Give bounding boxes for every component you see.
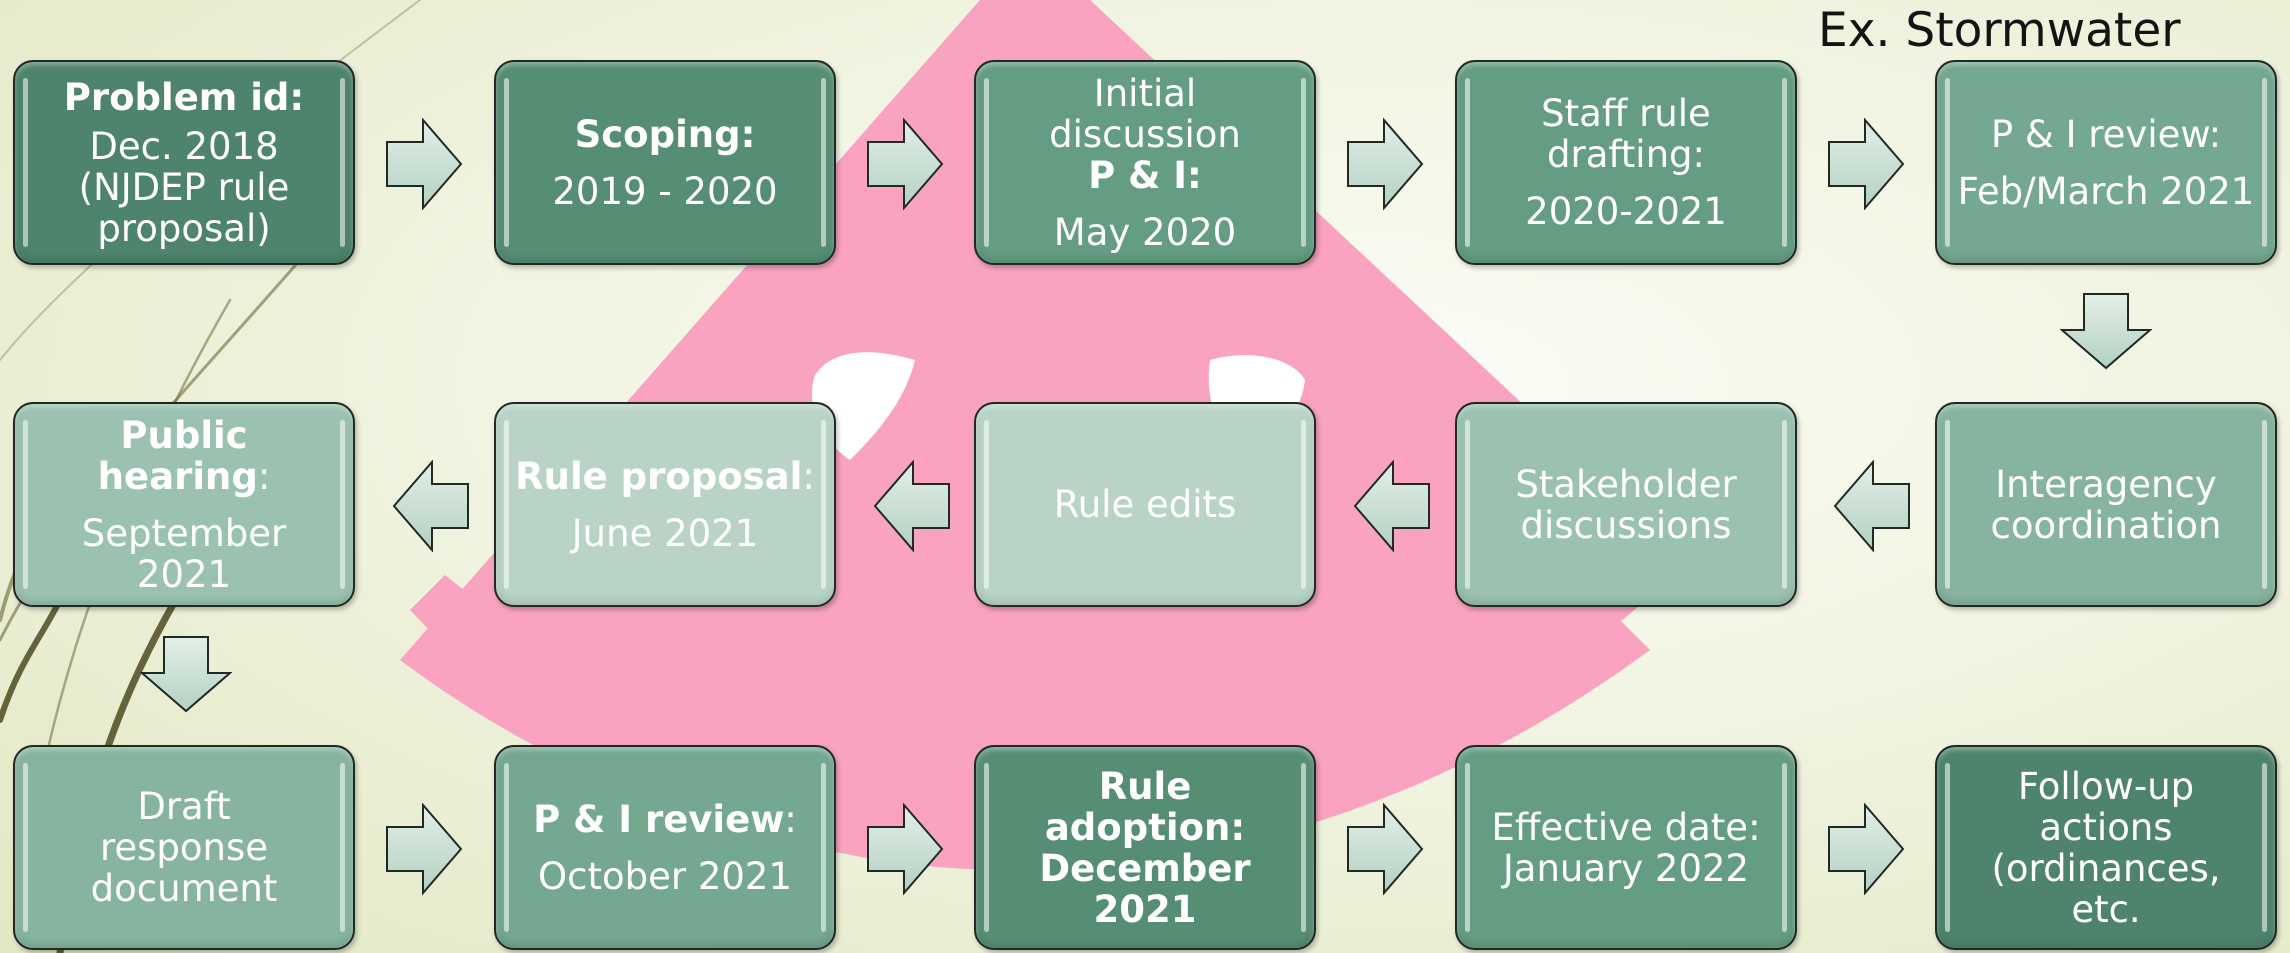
box-rule-edits[interactable]: Rule edits xyxy=(974,402,1316,607)
arrow-right-icon xyxy=(1828,118,1905,210)
box-rule-proposal-label: Rule proposal xyxy=(515,454,803,498)
page-title: Ex. Stormwater xyxy=(1818,3,2181,58)
box-public-hearing[interactable]: Public hearing: September 2021 xyxy=(13,402,355,607)
box-public-hearing-label: Public hearing xyxy=(97,413,258,498)
box-follow-up[interactable]: Follow-up actions (ordinances, etc. xyxy=(1935,745,2277,950)
box-effective-date-label: Effective date: xyxy=(1491,805,1761,849)
box-draft-response[interactable]: Draft response document xyxy=(13,745,355,950)
box-stakeholder[interactable]: Stakeholder discussions xyxy=(1455,402,1797,607)
arrow-left-icon xyxy=(392,460,469,552)
box-initial-discussion-value: May 2020 xyxy=(1053,210,1237,254)
arrow-right-icon xyxy=(386,803,463,895)
box-stakeholder-label: Stakeholder discussions xyxy=(1515,462,1737,547)
box-rule-adoption-value: December 2021 xyxy=(1039,846,1251,931)
box-draft-response-label: Draft response document xyxy=(90,785,278,910)
arrow-right-icon xyxy=(867,118,944,210)
box-staff-drafting[interactable]: Staff rule drafting: 2020-2021 xyxy=(1455,60,1797,265)
arrow-right-icon xyxy=(867,803,944,895)
box-initial-discussion-prefix: Initial discussion xyxy=(1049,71,1241,156)
box-initial-discussion-label: P & I: xyxy=(1088,153,1202,197)
box-rule-proposal-value: June 2021 xyxy=(571,511,759,555)
box-public-hearing-value: September 2021 xyxy=(81,511,287,596)
arrow-right-icon xyxy=(1828,803,1905,895)
box-problem-id-value: Dec. 2018 (NJDEP rule proposal) xyxy=(78,124,290,250)
box-scoping[interactable]: Scoping: 2019 - 2020 xyxy=(494,60,836,265)
box-scoping-value: 2019 - 2020 xyxy=(552,169,778,213)
box-rule-adoption[interactable]: Rule adoption: December 2021 xyxy=(974,745,1316,950)
arrow-right-icon xyxy=(386,118,463,210)
box-rule-adoption-label: Rule adoption: xyxy=(1044,764,1246,849)
box-effective-date[interactable]: Effective date: January 2022 xyxy=(1455,745,1797,950)
arrow-down-icon xyxy=(140,636,232,713)
arrow-left-icon xyxy=(1353,460,1430,552)
arrow-right-icon xyxy=(1347,118,1424,210)
box-initial-discussion[interactable]: Initial discussion P & I: May 2020 xyxy=(974,60,1316,265)
box-pi-review-1-value: Feb/March 2021 xyxy=(1957,169,2255,213)
box-interagency-label: Interagency coordination xyxy=(1990,462,2222,547)
arrow-left-icon xyxy=(873,460,950,552)
box-problem-id[interactable]: Problem id: Dec. 2018 (NJDEP rule propos… xyxy=(13,60,355,265)
box-pi-review-2-label: P & I review xyxy=(533,797,785,841)
box-pi-review-1[interactable]: P & I review: Feb/March 2021 xyxy=(1935,60,2277,265)
box-pi-review-2-value: October 2021 xyxy=(538,854,792,898)
box-pi-review-2-colon: : xyxy=(784,797,797,841)
box-rule-edits-label: Rule edits xyxy=(1053,483,1237,526)
box-problem-id-label: Problem id: xyxy=(63,75,305,119)
box-follow-up-label: Follow-up actions (ordinances, etc. xyxy=(1991,764,2221,931)
box-rule-proposal-colon: : xyxy=(802,454,815,498)
box-rule-proposal[interactable]: Rule proposal: June 2021 xyxy=(494,402,836,607)
box-pi-review-2[interactable]: P & I review: October 2021 xyxy=(494,745,836,950)
arrow-right-icon xyxy=(1347,803,1424,895)
arrow-left-icon xyxy=(1833,460,1910,552)
arrow-down-icon xyxy=(2060,293,2152,370)
box-scoping-label: Scoping: xyxy=(574,112,756,156)
box-staff-drafting-label: Staff rule drafting: xyxy=(1541,92,1711,176)
box-public-hearing-colon: : xyxy=(257,454,271,498)
box-pi-review-1-label: P & I review: xyxy=(1990,112,2222,156)
box-staff-drafting-value: 2020-2021 xyxy=(1525,190,1727,233)
box-interagency[interactable]: Interagency coordination xyxy=(1935,402,2277,607)
box-effective-date-value: January 2022 xyxy=(1502,846,1750,890)
